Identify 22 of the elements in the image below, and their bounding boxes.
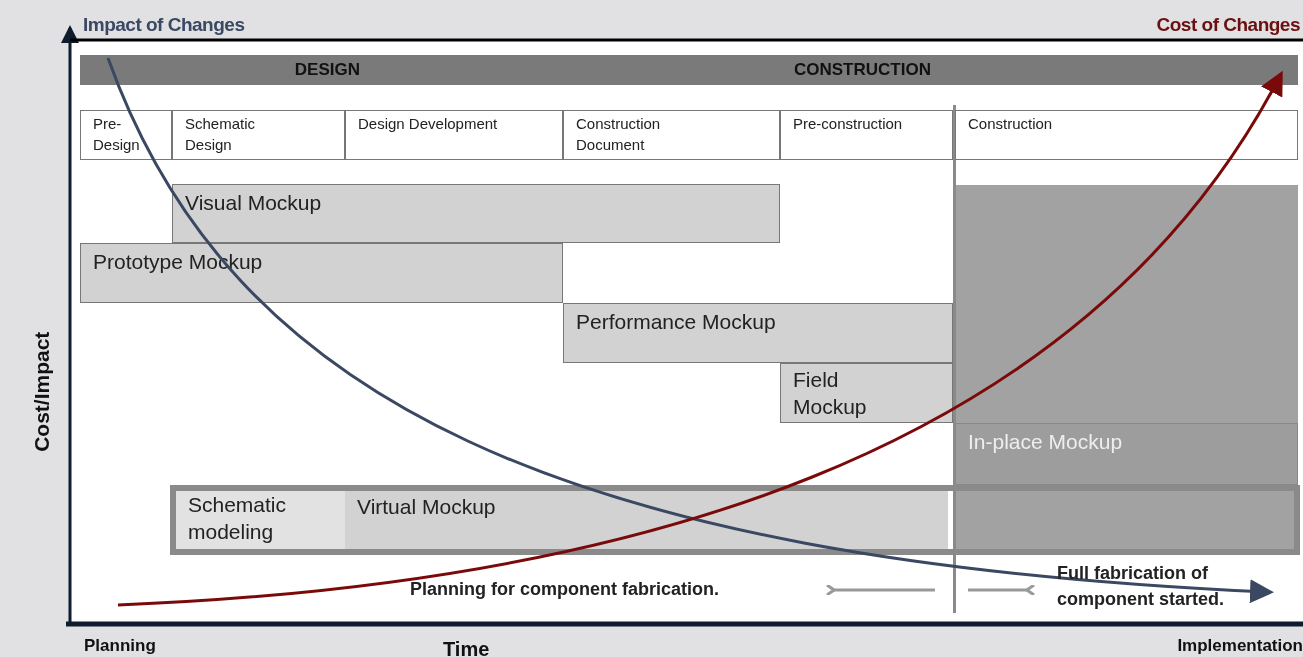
- axis-title: Cost/Impact: [29, 331, 55, 452]
- stage-cell: Pre-construction: [780, 110, 953, 160]
- axis-title: Time: [443, 637, 490, 657]
- curve-label: Impact of Changes: [83, 13, 245, 37]
- stage-cell: Construction: [955, 110, 1298, 160]
- mockup-bar: Virtual Mockup: [345, 491, 948, 549]
- phase-band: DESIGN: [80, 55, 570, 85]
- curve-label: Cost of Changes: [1156, 13, 1300, 37]
- phase-band: CONSTRUCTION: [570, 55, 1298, 85]
- annotation-text: Planning for component fabrication.: [410, 578, 719, 601]
- mockup-bar: Schematic modeling: [176, 491, 345, 549]
- mockup-bar: In-place Mockup: [955, 423, 1298, 485]
- axis-label: Implementation: [1177, 635, 1303, 657]
- stage-cell: Pre-Design: [80, 110, 172, 160]
- stage-cell: Construction Document: [563, 110, 780, 160]
- mockup-bar: Performance Mockup: [563, 303, 953, 363]
- mockup-bar: Visual Mockup: [172, 184, 780, 243]
- annotation-text: Full fabrication of component started.: [1057, 562, 1226, 612]
- stage-cell: Schematic Design: [172, 110, 345, 160]
- axis-label: Planning: [84, 635, 156, 657]
- mockup-bar: Field Mockup: [780, 363, 953, 423]
- stage-cell: Design Development: [345, 110, 563, 160]
